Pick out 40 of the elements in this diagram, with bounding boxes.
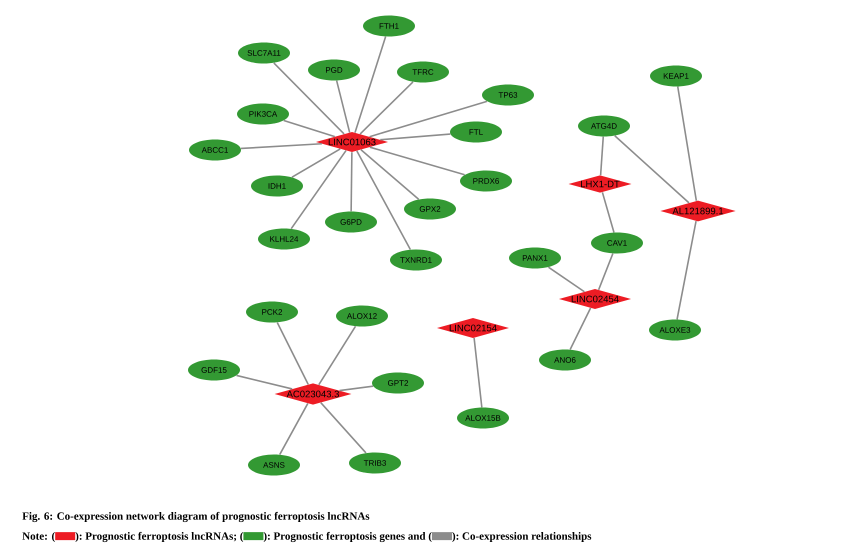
connector-line [600,136,604,176]
legend-text: Co-expression relationships [462,532,592,542]
punctuation: ): [452,532,458,542]
figure-caption: Fig. 6: Co-expression network diagram of prognostic ferroptosis lncRNAs [22,512,370,522]
connector-line [279,403,309,455]
punctuation: ): [264,532,270,542]
connector-line [548,266,585,292]
legend-text: Prognostic ferroptosis genes and [274,532,426,542]
connector-line [290,150,347,230]
connector-line [240,142,322,150]
connector-line [360,149,420,200]
connector-line [356,150,412,250]
connector-line [354,36,386,133]
connector-line [339,385,374,392]
punctuation: ): [76,532,82,542]
punctuation: ( [428,532,432,542]
connector-line [614,135,690,204]
connector-line [380,133,450,141]
connector-line [602,192,615,233]
connector-line [236,374,292,390]
legend-text: Prognostic ferroptosis lncRNAs; [85,532,236,542]
connector-line [318,326,356,386]
connector-line [350,152,353,212]
note-label: Note: [22,532,47,540]
connector-line [369,100,488,138]
connector-line [569,308,592,350]
connector-line [292,148,341,178]
punctuation: ( [240,532,244,542]
connector-line [320,402,367,454]
punctuation: ( [52,532,55,542]
connector-line [284,120,336,138]
connector-line [676,220,697,320]
connector-line [598,253,614,290]
connector-line [473,338,483,408]
connector-line [336,80,350,133]
connector-line [273,62,345,135]
connector-line [676,86,698,201]
connector-line [276,322,309,385]
connector-line [370,146,465,176]
connector-line [360,81,414,135]
